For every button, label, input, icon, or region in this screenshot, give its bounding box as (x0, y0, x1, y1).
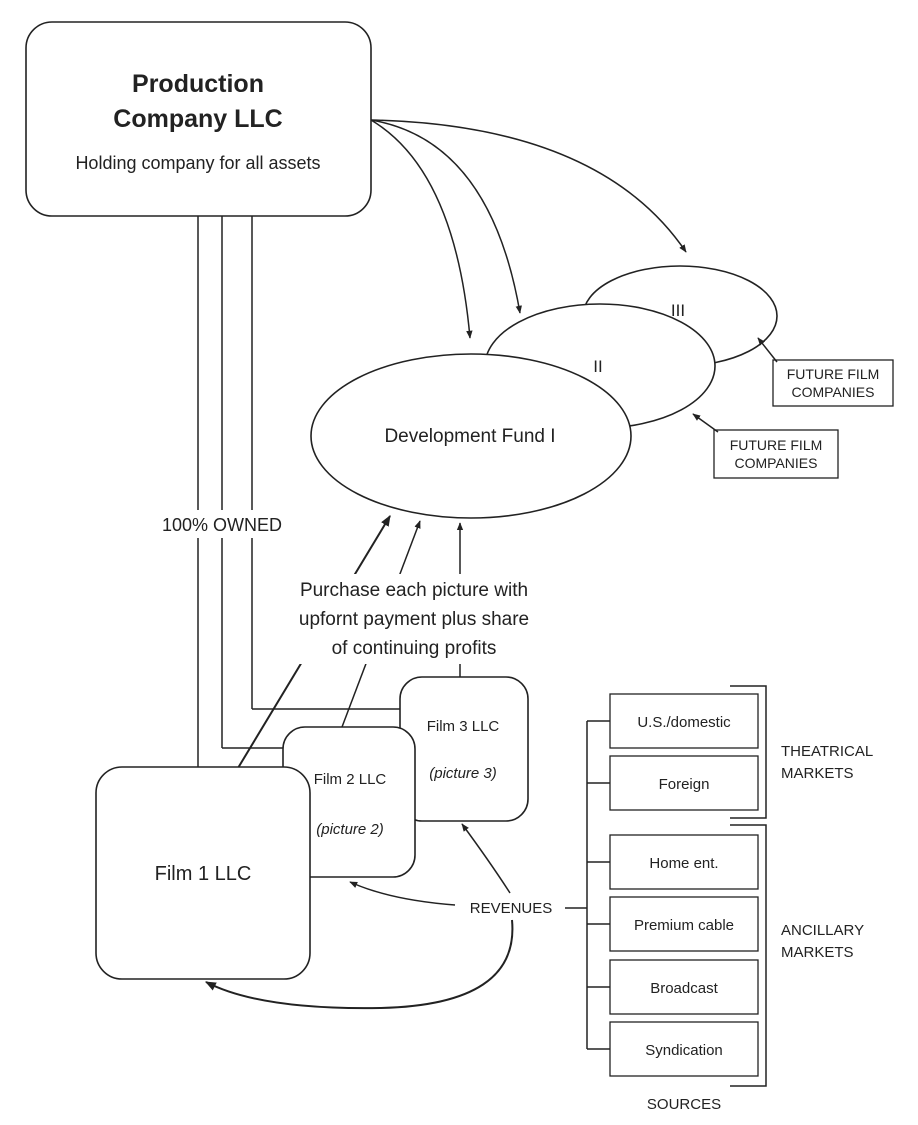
sources-footer: SOURCES (647, 1096, 721, 1113)
future-companies-box-2 (713, 429, 839, 479)
theatrical-label-line1: THEATRICAL (781, 743, 873, 760)
film-2-name: Film 2 LLC (314, 771, 387, 788)
future-companies-box-1 (772, 359, 894, 407)
revenues-label: REVENUES (470, 900, 553, 917)
fund-i-label: Development Fund I (384, 426, 555, 447)
arrow-to-fund-ii (370, 119, 522, 314)
source-foreign: Foreign (659, 776, 710, 793)
source-box-broadcast (609, 959, 759, 1015)
ownership-lines (197, 216, 400, 767)
arrow-to-fund-i (370, 119, 473, 339)
source-syndication: Syndication (645, 1042, 723, 1059)
fund-iii-label: III (671, 301, 685, 320)
production-company-title-line2: Company LLC (113, 105, 282, 133)
revenue-arrow-film3 (461, 823, 511, 894)
future-arrow-2 (692, 413, 719, 433)
purchase-note-line3: of continuing profits (332, 638, 497, 659)
ownership-label: 100% OWNED (162, 515, 282, 535)
ancillary-label-line2: MARKETS (781, 944, 854, 961)
future-arrow-1 (757, 337, 778, 363)
production-company-subtitle: Holding company for all assets (75, 153, 320, 173)
film-3-picture: (picture 3) (429, 765, 497, 782)
future-companies-2-line1: FUTURE FILM (730, 437, 823, 453)
source-box-home-ent (609, 834, 759, 890)
future-companies-2-line2: COMPANIES (735, 455, 818, 471)
source-box-foreign (609, 755, 759, 811)
purchase-note-line1: Purchase each picture with (300, 580, 528, 601)
future-companies-1-line1: FUTURE FILM (787, 366, 880, 382)
film-2-picture: (picture 2) (316, 821, 384, 838)
revenue-arrow-film1 (205, 919, 514, 1010)
theatrical-bracket (730, 685, 767, 819)
film-1-box (95, 766, 311, 980)
fund-ii-label: II (593, 357, 602, 376)
revenue-arrow-film2 (349, 881, 456, 906)
source-premium-cable: Premium cable (634, 917, 734, 934)
source-box-premium-cable (609, 896, 759, 952)
source-broadcast: Broadcast (650, 980, 718, 997)
source-us-domestic: U.S./domestic (637, 714, 731, 731)
film-3-box (399, 676, 529, 822)
development-fund-i (310, 353, 632, 519)
source-home-ent: Home ent. (649, 855, 718, 872)
production-company-title-line1: Production (132, 70, 264, 98)
ancillary-bracket (730, 824, 767, 1087)
arrow-to-fund-iii (370, 119, 687, 253)
film-3-name: Film 3 LLC (427, 718, 500, 735)
source-box-syndication (609, 1021, 759, 1077)
ancillary-label-line1: ANCILLARY (781, 922, 864, 939)
sources-branches (587, 720, 610, 1050)
source-box-us-domestic (609, 693, 759, 749)
theatrical-label-line2: MARKETS (781, 765, 854, 782)
film-1-name: Film 1 LLC (155, 863, 252, 885)
purchase-note-line2: upfornt payment plus share (299, 609, 529, 630)
future-companies-1-line2: COMPANIES (792, 384, 875, 400)
